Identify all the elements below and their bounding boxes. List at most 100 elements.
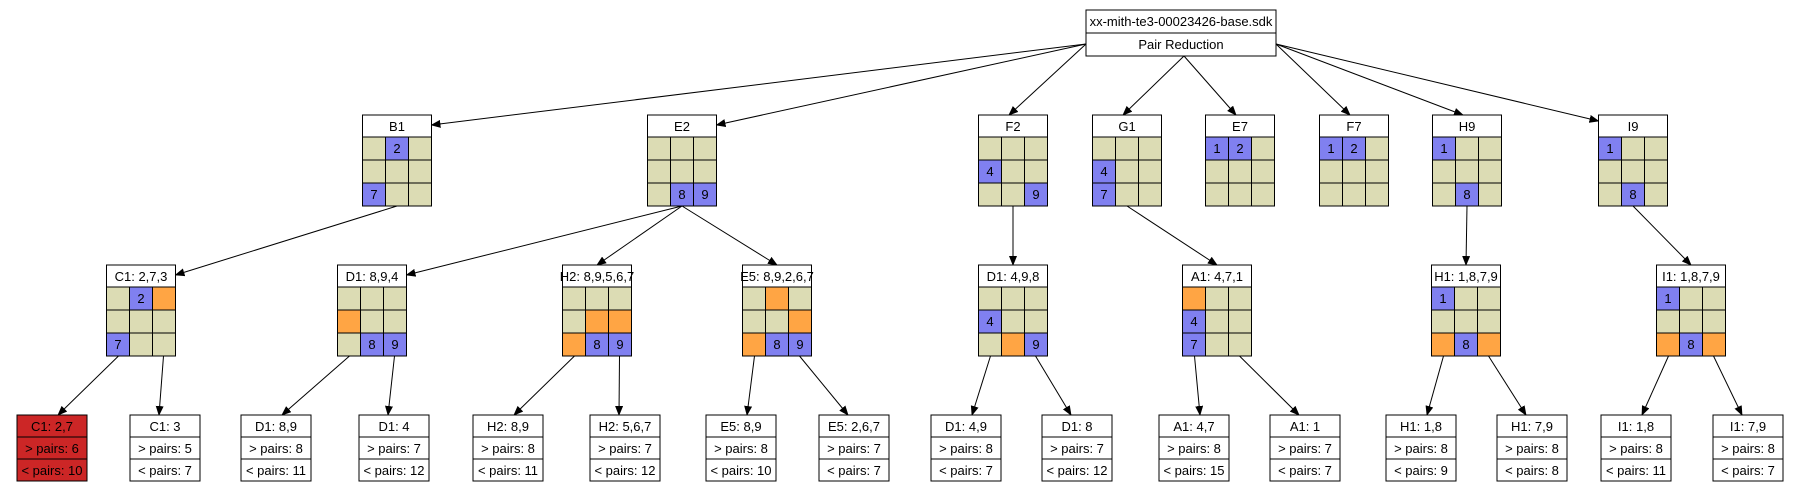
cell-node-g1-cell-7-value: 7: [1100, 187, 1107, 202]
branch-node-e5-cell-5: [765, 309, 789, 334]
leaf-node-11: A1: 4,7> pairs: 8< pairs: 15: [1158, 414, 1230, 482]
cell-node-e7-title: E7: [1232, 119, 1248, 134]
branch-node-i1-cell-6: [1702, 309, 1726, 334]
branch-node-d1a-cell-2: [360, 286, 384, 311]
edge-e2-to-e5: [681, 205, 778, 266]
cell-node-b1-title: B1: [389, 119, 405, 134]
leaf-15-less-pairs: < pairs: 11: [1606, 463, 1666, 478]
leaf-2-lt-box: [129, 458, 201, 482]
branch-node-d1b-cell-7: [978, 332, 1002, 357]
branch-node-d1a-cell-9: [383, 332, 407, 357]
cell-node-b1-cell-5: [385, 159, 409, 184]
branch-node-c1-cell-5: [129, 309, 153, 334]
branch-node-e5-cell-9-value: 9: [796, 337, 803, 352]
branch-node-h1-cell-6: [1477, 309, 1501, 334]
branch-node-e5-title: E5: 8,9,2,6,7: [740, 269, 814, 284]
leaf-8-less-pairs: < pairs: 7: [827, 463, 881, 478]
cell-node-i9-cell-9: [1644, 182, 1668, 207]
branch-node-e5-cell-8-value: 8: [773, 337, 780, 352]
cell-node-e7-cell-2-value: 2: [1236, 141, 1243, 156]
edge-d1b-to-leaf-10: [1035, 355, 1072, 416]
cell-node-f7-cell-3: [1365, 136, 1389, 161]
leaf-3-lt-box: [240, 458, 312, 482]
leaf-9-less-pairs: < pairs: 7: [939, 463, 993, 478]
branch-node-i1-cell-7: [1656, 332, 1680, 357]
cell-node-b1-cell-1: [362, 136, 386, 161]
leaf-14-title: H1: 7,9: [1511, 419, 1553, 434]
cell-node-g1-cell-9: [1138, 182, 1162, 207]
branch-node-d1b-cell-3: [1024, 286, 1048, 311]
branch-node-c1-cell-9: [152, 332, 176, 357]
cell-node-g1-cell-8: [1115, 182, 1139, 207]
cell-node-e2-cell-4: [647, 159, 671, 184]
branch-node-d1b-title: D1: 4,9,8: [987, 269, 1040, 284]
edges: [57, 43, 1743, 416]
cell-node-f2-cell-9-value: 9: [1032, 187, 1039, 202]
leaf-13-greater-pairs: > pairs: 8: [1394, 441, 1448, 456]
cell-node-b1-cell-7-value: 7: [370, 187, 377, 202]
leaf-node-8: E5: 2,6,7> pairs: 7< pairs: 7: [818, 414, 890, 482]
leaf-node-15: I1: 1,8> pairs: 8< pairs: 11: [1600, 414, 1672, 482]
branch-node-h2-cell-7: [562, 332, 586, 357]
edge-e2-to-h2: [596, 205, 683, 266]
edge-root-to-e7: [1183, 55, 1237, 116]
leaf-6-greater-pairs: > pairs: 7: [598, 441, 652, 456]
branch-node-h1-cell-5: [1454, 309, 1478, 334]
edge-h9-to-h1: [1462, 205, 1471, 266]
edge-root-to-b1: [430, 43, 1087, 128]
branch-node-a1-cell-7-value: 7: [1190, 337, 1197, 352]
leaf-15-title: I1: 1,8: [1618, 419, 1654, 434]
leaf-node-13: H1: 1,8> pairs: 8< pairs: 9: [1385, 414, 1457, 482]
cell-node-e2-cell-1: [647, 136, 671, 161]
cell-node-e2-cell-3: [693, 136, 717, 161]
branch-node-a1-title: A1: 4,7,1: [1191, 269, 1243, 284]
edge-g1-to-a1: [1126, 205, 1218, 266]
leaf-node-7: E5: 8,9> pairs: 8< pairs: 10: [705, 414, 777, 482]
leaf-13-lt-box: [1385, 458, 1457, 482]
cell-node-g1-cell-6: [1138, 159, 1162, 184]
leaf-7-title: E5: 8,9: [720, 419, 761, 434]
cell-node-g1-cell-5: [1115, 159, 1139, 184]
branch-node-d1b-cell-1: [978, 286, 1002, 311]
edge-i1-to-leaf-15: [1641, 355, 1669, 416]
leaf-5-lt-box: [472, 458, 544, 482]
branch-node-h1-cell-3: [1477, 286, 1501, 311]
branch-node-d1a-cell-7: [337, 332, 361, 357]
branch-node-e5-cell-6: [788, 309, 812, 334]
edge-a1-to-leaf-12: [1239, 355, 1300, 416]
cell-node-i9-cell-5: [1621, 159, 1645, 184]
branch-node-c1-cell-1: [106, 286, 130, 311]
leaf-11-greater-pairs: > pairs: 8: [1167, 441, 1221, 456]
edge-root-to-i9: [1275, 43, 1600, 123]
branch-node-e5-cell-3: [788, 286, 812, 311]
edge-e2-to-d1a: [405, 205, 683, 277]
branch-node-h1: H1: 1,8,7,918: [1431, 264, 1501, 357]
edge-root-to-g1: [1122, 55, 1185, 116]
branch-node-a1-cell-4-value: 4: [1190, 314, 1197, 329]
leaf-2-greater-pairs: > pairs: 5: [138, 441, 192, 456]
cell-node-b1-cell-6: [408, 159, 432, 184]
cell-node-h9-cell-5: [1455, 159, 1479, 184]
branch-node-e5-cell-2: [765, 286, 789, 311]
edge-i9-to-i1: [1632, 205, 1692, 266]
branch-node-h2-title: H2: 8,9,5,6,7: [560, 269, 634, 284]
cell-node-b1-cell-3: [408, 136, 432, 161]
cell-node-e2-cell-9: [693, 182, 717, 207]
cell-node-h9-cell-3: [1478, 136, 1502, 161]
leaf-7-greater-pairs: > pairs: 8: [714, 441, 768, 456]
leaf-node-5: H2: 8,9> pairs: 8< pairs: 11: [472, 414, 544, 482]
edge-h1-to-leaf-13: [1425, 355, 1444, 416]
branch-node-h1-cell-1-value: 1: [1439, 291, 1446, 306]
leaf-9-title: D1: 4,9: [945, 419, 987, 434]
cell-node-i9-cell-3: [1644, 136, 1668, 161]
edge-a1-to-leaf-11: [1194, 355, 1204, 416]
leaf-14-lt-box: [1496, 458, 1568, 482]
leaf-4-greater-pairs: > pairs: 7: [367, 441, 421, 456]
branch-node-d1b-cell-9: [1024, 332, 1048, 357]
branch-node-d1b-cell-5: [1001, 309, 1025, 334]
